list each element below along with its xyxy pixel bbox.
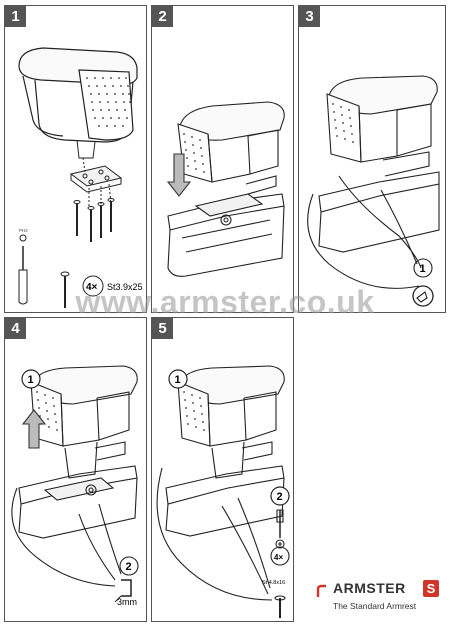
step-panel-5: 5 — [151, 317, 294, 622]
step-panel-3: 3 1 — [298, 5, 446, 313]
callout-number-bottom: 2 — [126, 561, 132, 573]
step-number-1: 1 — [5, 6, 26, 27]
step-panel-4: 4 — [4, 317, 147, 622]
screw-spec: St 4.8x16 — [262, 580, 285, 586]
brand-block: ARMSTER S The Standard Armrest — [315, 580, 445, 620]
brand-tagline: The Standard Armrest — [333, 601, 417, 611]
callout-number-top: 1 — [175, 374, 181, 386]
callout-number-top: 1 — [28, 374, 34, 386]
armrest-install-illustration — [166, 101, 285, 277]
step-number-5: 5 — [152, 318, 173, 339]
screw-quantity: 4× — [274, 553, 283, 562]
step-panel-1: 1 — [4, 5, 147, 313]
screw-quantity: 4× — [86, 282, 98, 293]
step-number-4: 4 — [5, 318, 26, 339]
callout-number-mid: 2 — [277, 491, 283, 503]
callout-number: 1 — [420, 263, 426, 275]
watermark: www.armster.co.uk — [75, 284, 375, 320]
armrest-assembly-illustration: PH2 4× St3.9x25 — [18, 47, 143, 308]
brand-name: ARMSTER — [333, 580, 406, 596]
armster-logo-icon — [316, 584, 326, 597]
armrest-fix-illustration: 1 2 4× St 4.8x16 — [156, 365, 290, 618]
tool-label: PH2 — [19, 228, 28, 233]
step-number-2: 2 — [152, 6, 173, 27]
step-panel-2: 2 — [151, 5, 294, 313]
measure-label: 3mm — [117, 597, 137, 607]
armrest-open-illustration: 1 — [307, 75, 440, 307]
step-number-3: 3 — [299, 6, 320, 27]
armrest-adjust-illustration: 1 2 3mm — [11, 365, 139, 607]
screw-spec: St3.9x25 — [107, 282, 143, 292]
brand-badge: S — [423, 580, 439, 597]
